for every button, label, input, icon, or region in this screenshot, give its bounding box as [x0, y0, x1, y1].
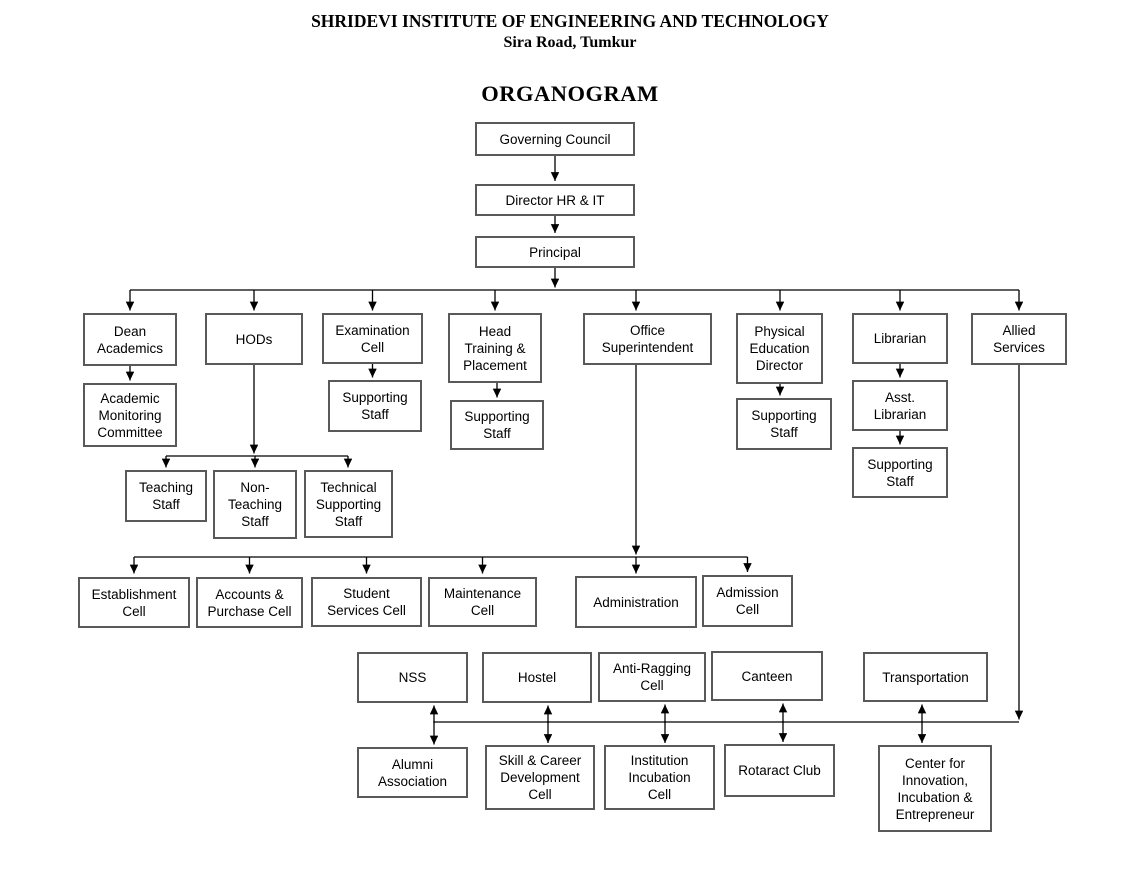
node-student-services-cell: Student Services Cell [311, 577, 422, 627]
node-office-superintendent: Office Superintendent [583, 313, 712, 365]
node-accounts-purchase-cell: Accounts & Purchase Cell [196, 577, 303, 628]
node-supporting-staff-library: Supporting Staff [852, 447, 948, 498]
node-examination-cell: Examination Cell [322, 313, 423, 364]
node-allied-services: Allied Services [971, 313, 1067, 365]
node-institution-incubation-cell: Institution Incubation Cell [604, 745, 715, 810]
node-academic-monitoring-committee: Academic Monitoring Committee [83, 383, 177, 447]
node-supporting-staff-training-placement: Supporting Staff [450, 400, 544, 450]
node-administration: Administration [575, 576, 697, 628]
node-anti-ragging-cell: Anti-Ragging Cell [598, 652, 706, 702]
node-maintenance-cell: Maintenance Cell [428, 577, 537, 627]
page-title: ORGANOGRAM [481, 81, 659, 106]
node-supporting-staff-physical-education: Supporting Staff [736, 398, 832, 450]
node-nss: NSS [357, 652, 468, 703]
node-establishment-cell: Establishment Cell [78, 577, 190, 628]
node-director-hr-it: Director HR & IT [475, 184, 635, 216]
node-principal: Principal [475, 236, 635, 268]
node-admission-cell: Admission Cell [702, 575, 793, 627]
node-rotaract-club: Rotaract Club [724, 744, 835, 797]
node-technical-supporting-staff: Technical Supporting Staff [304, 470, 393, 538]
node-teaching-staff: Teaching Staff [125, 470, 207, 522]
node-skill-career-development-cell: Skill & Career Development Cell [485, 745, 595, 810]
node-alumni-association: Alumni Association [357, 747, 468, 798]
node-asst-librarian: Asst. Librarian [852, 380, 948, 431]
node-center-innovation-incubation-entrepreneur: Center for Innovation, Incubation & Entr… [878, 745, 992, 832]
node-hostel: Hostel [482, 652, 592, 703]
node-governing-council: Governing Council [475, 122, 635, 156]
node-dean-academics: Dean Academics [83, 313, 177, 366]
node-supporting-staff-examination: Supporting Staff [328, 380, 422, 432]
node-physical-education-director: Physical Education Director [736, 313, 823, 384]
node-head-training-placement: Head Training & Placement [448, 313, 542, 383]
node-transportation: Transportation [863, 652, 988, 702]
node-non-teaching-staff: Non- Teaching Staff [213, 470, 297, 539]
node-hods: HODs [205, 313, 303, 365]
node-canteen: Canteen [711, 651, 823, 701]
institute-address: Sira Road, Tumkur [503, 34, 637, 51]
institute-name: SHRIDEVI INSTITUTE OF ENGINEERING AND TE… [311, 11, 829, 31]
node-librarian: Librarian [852, 313, 948, 364]
